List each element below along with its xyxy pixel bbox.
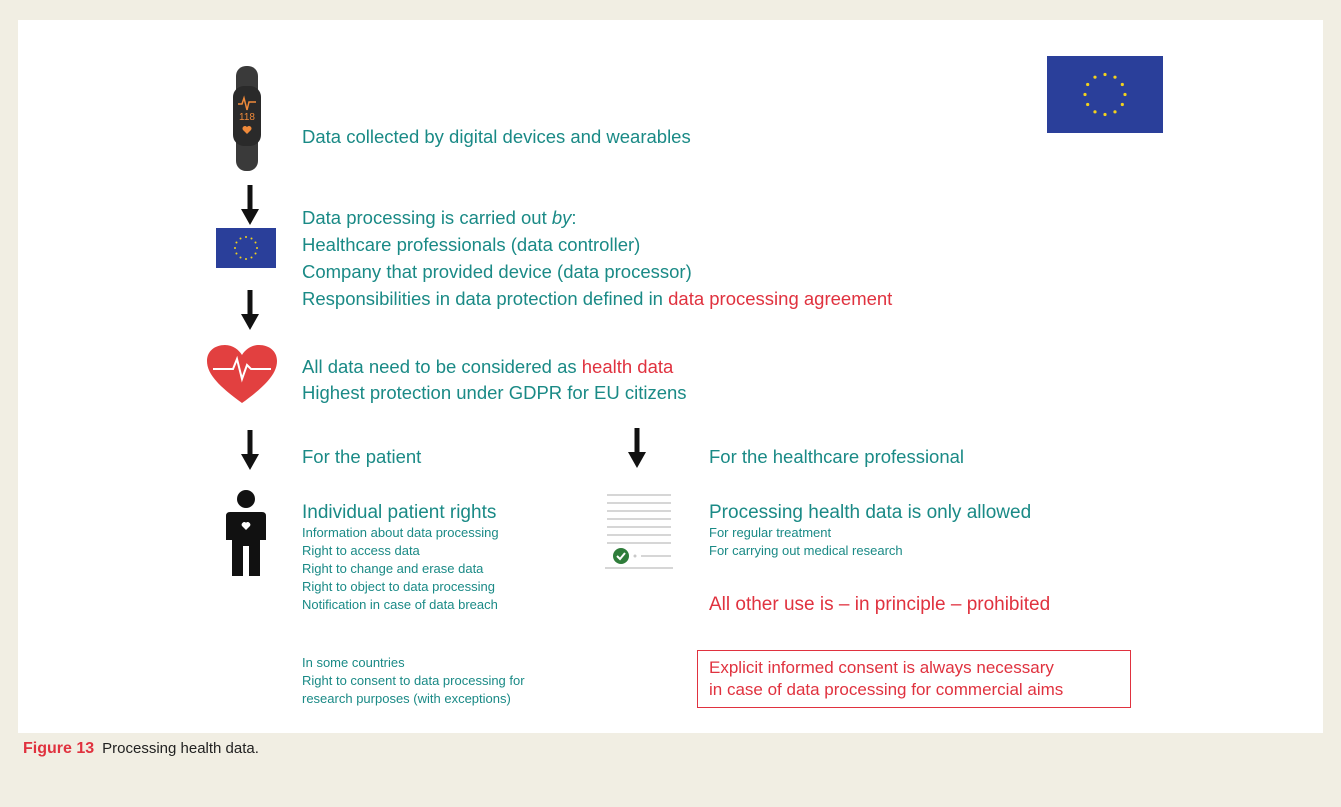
patient-extra-line: research purposes (with exceptions) bbox=[302, 691, 511, 706]
patient-right-item: Right to change and erase data bbox=[302, 561, 484, 576]
person-icon bbox=[226, 490, 266, 576]
flag-star bbox=[1103, 72, 1107, 77]
watch-reading: 118 bbox=[239, 112, 255, 123]
flag-star bbox=[1083, 92, 1087, 97]
patient-rights-heading: Individual patient rights bbox=[302, 502, 497, 523]
flag-star bbox=[254, 252, 257, 255]
flag-star bbox=[239, 256, 242, 259]
flag-star bbox=[234, 247, 236, 249]
smartwatch-icon: 118 bbox=[233, 66, 261, 171]
flag-star bbox=[245, 236, 247, 238]
allowed-item: For regular treatment bbox=[709, 525, 832, 540]
flag-star bbox=[1113, 75, 1117, 79]
flag-star bbox=[235, 252, 238, 255]
flag-star bbox=[1093, 75, 1097, 79]
health-line-1: All data need to be considered as health… bbox=[302, 356, 674, 377]
flag-star bbox=[239, 237, 242, 240]
patient-extra-line: In some countries bbox=[302, 655, 405, 670]
flag-star bbox=[1120, 82, 1124, 87]
document-check-icon bbox=[605, 494, 673, 569]
down-arrow-icon bbox=[241, 185, 259, 225]
down-arrow-icon bbox=[241, 290, 259, 330]
flag-star bbox=[1120, 102, 1124, 107]
responsibility-line: Responsibilities in data protection defi… bbox=[302, 288, 893, 309]
patient-right-item: Notification in case of data breach bbox=[302, 597, 498, 612]
processing-line: Healthcare professionals (data controlle… bbox=[302, 234, 641, 255]
consent-box: Explicit informed consent is always nece… bbox=[697, 650, 1131, 708]
heart-icon bbox=[207, 345, 277, 403]
flag-star bbox=[1113, 110, 1117, 114]
flag-star bbox=[250, 237, 253, 240]
flag-star bbox=[250, 256, 253, 259]
processing-line: Company that provided device (data proce… bbox=[302, 261, 692, 282]
health-line-2: Highest protection under GDPR for EU cit… bbox=[302, 382, 687, 403]
consent-line: Explicit informed consent is always nece… bbox=[709, 658, 1054, 677]
flag-star bbox=[1086, 82, 1090, 87]
flag-star bbox=[256, 247, 258, 249]
device-data-text: Data collected by digital devices and we… bbox=[302, 126, 691, 147]
patient-right-item: Right to object to data processing bbox=[302, 579, 495, 594]
down-arrow-icon bbox=[628, 428, 646, 468]
flag-star bbox=[254, 241, 257, 244]
professional-title: For the healthcare professional bbox=[709, 446, 965, 467]
flag-star bbox=[1103, 112, 1107, 117]
patient-right-item: Information about data processing bbox=[302, 525, 499, 540]
flag-star bbox=[1093, 110, 1097, 114]
flag-star bbox=[1123, 92, 1127, 97]
patient-extra-line: Right to consent to data processing for bbox=[302, 673, 525, 688]
eu-flag-icon bbox=[1047, 56, 1163, 133]
consent-line: in case of data processing for commercia… bbox=[709, 680, 1064, 699]
flag-star bbox=[235, 241, 238, 244]
patient-right-item: Right to access data bbox=[302, 543, 420, 558]
down-arrow-icon bbox=[241, 430, 259, 470]
eu-flag-small-icon bbox=[216, 228, 276, 268]
processing-heading: Data processing is carried out by: bbox=[302, 207, 577, 228]
allowed-item: For carrying out medical research bbox=[709, 543, 903, 558]
prohibited-text: All other use is – in principle – prohib… bbox=[709, 594, 1051, 615]
patient-title: For the patient bbox=[302, 446, 422, 467]
flag-star bbox=[1086, 102, 1090, 107]
flag-star bbox=[245, 258, 247, 260]
professional-heading: Processing health data is only allowed bbox=[709, 502, 1032, 523]
